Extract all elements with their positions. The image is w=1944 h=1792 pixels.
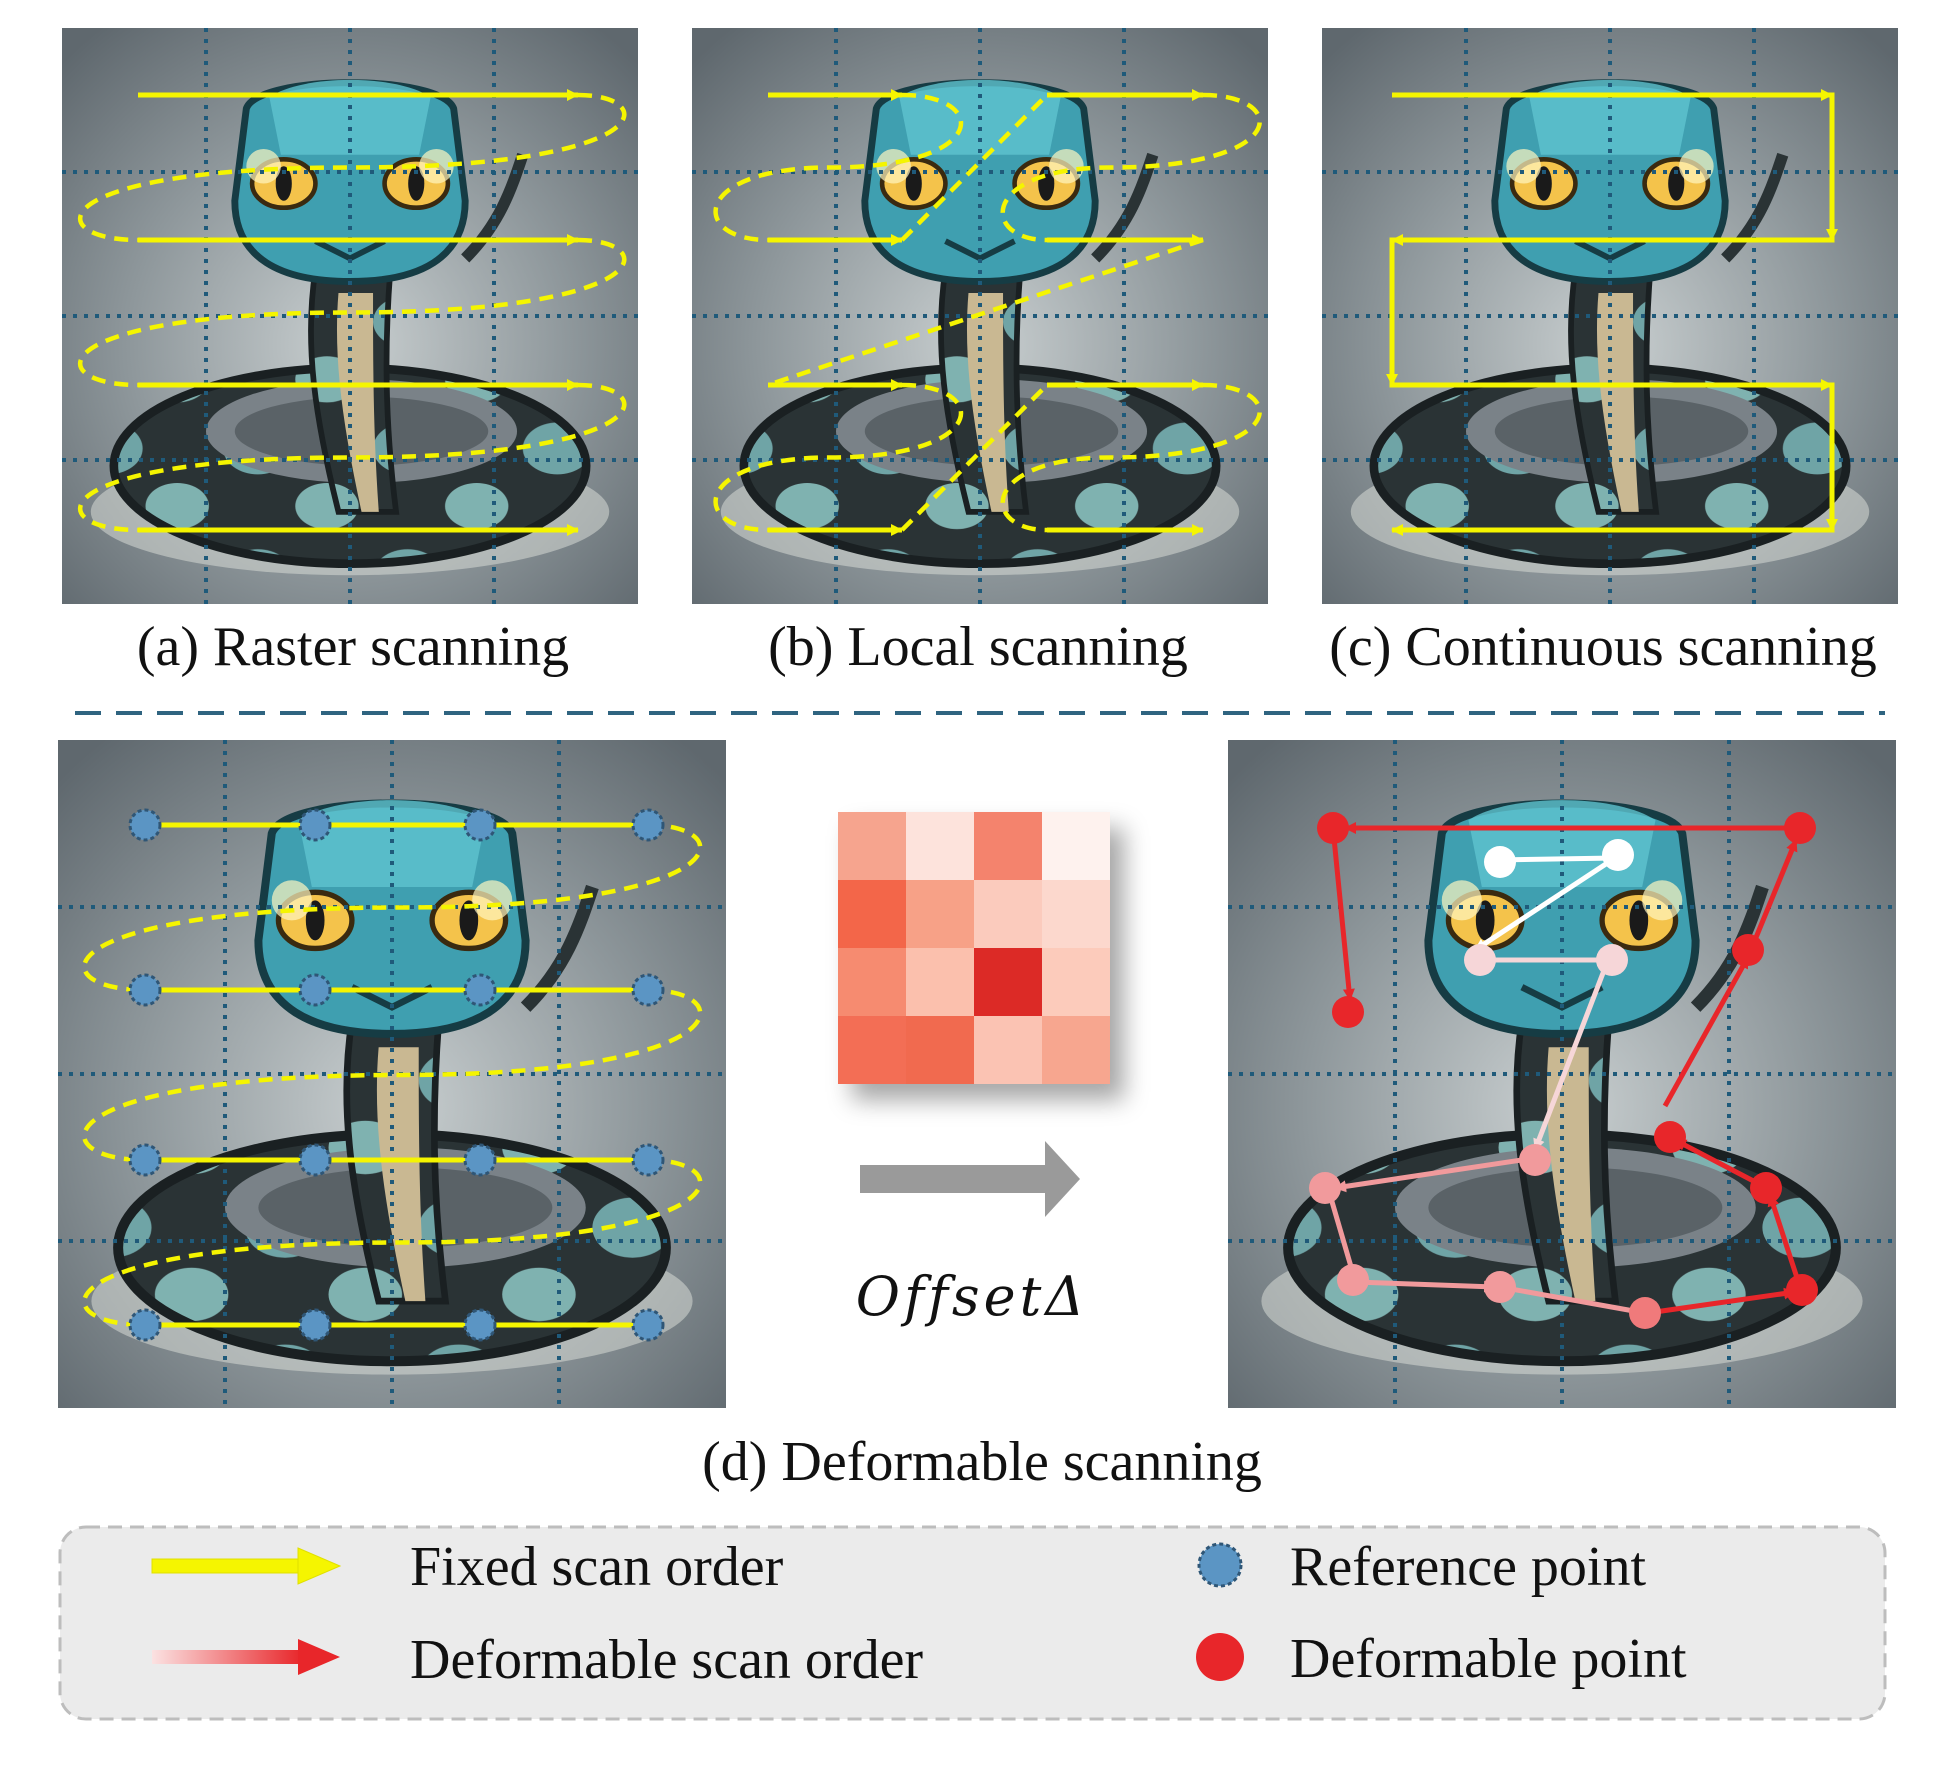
reference-point <box>298 1308 332 1342</box>
deformable-point-icon <box>1196 1633 1244 1681</box>
heatmap-cell <box>974 812 1042 880</box>
caption-local-scanning: (b) Local scanning <box>768 616 1188 678</box>
heatmap-cell <box>906 880 974 948</box>
reference-point <box>463 973 497 1007</box>
panel-reference-points <box>58 740 726 1408</box>
deformable-point <box>1484 1271 1516 1303</box>
scan-arrow <box>1325 1187 1357 1278</box>
heatmap-cell <box>1042 948 1110 1016</box>
offset-heatmap <box>838 812 1110 1084</box>
scan-return-path <box>77 382 627 533</box>
heatmap-cell <box>838 948 906 1016</box>
deformable-point <box>1317 812 1349 844</box>
scan-return-path <box>82 822 703 993</box>
scan-return-path <box>82 987 703 1163</box>
reference-point <box>631 973 665 1007</box>
caption-continuous-scanning: (c) Continuous scanning <box>1329 616 1876 678</box>
legend-deformable-point: Deformable point <box>1290 1628 1687 1690</box>
reference-point-icon <box>1197 1542 1243 1588</box>
reference-point <box>631 1308 665 1342</box>
fixed-scan-order-arrow-icon <box>151 1547 342 1585</box>
heatmap-cell <box>974 948 1042 1016</box>
scan-return-path <box>900 383 1049 532</box>
grid-lines <box>1322 28 1898 604</box>
scan-arrow <box>1673 1137 1765 1189</box>
heatmap-cell <box>1042 880 1110 948</box>
heatmap-cell <box>974 1016 1042 1084</box>
offset-label: OffsetΔ <box>856 1265 1089 1328</box>
deformable-point <box>1464 944 1496 976</box>
deformable-point <box>1484 846 1516 878</box>
heatmap-cell <box>838 880 906 948</box>
scan-arrow <box>1473 855 1617 953</box>
heatmap-cell <box>906 812 974 880</box>
legend-deformable-scan-order: Deformable scan order <box>410 1629 923 1691</box>
heatmap-cell <box>1042 812 1110 880</box>
reference-point <box>128 973 162 1007</box>
deformable-scan-order-arrow-icon <box>152 1639 340 1675</box>
scan-arrow <box>1532 959 1611 1151</box>
scan-return-path <box>1000 382 1262 533</box>
scan-return-path <box>77 92 627 243</box>
scan-arrow <box>1354 1279 1496 1293</box>
scan-return-path <box>900 93 1049 242</box>
scan-return-path <box>1000 92 1262 243</box>
legend-fixed-scan-order: Fixed scan order <box>410 1536 784 1598</box>
reference-point <box>128 808 162 842</box>
heatmap-cell <box>906 948 974 1016</box>
scan-return-path <box>82 1157 703 1328</box>
heatmap-cell <box>838 812 906 880</box>
grid-lines <box>58 740 726 1408</box>
scan-return-path <box>713 92 964 243</box>
reference-point <box>298 808 332 842</box>
deformable-point <box>1309 1172 1341 1204</box>
panel-continuous-scanning <box>1322 28 1898 604</box>
transform-arrow-icon <box>860 1141 1080 1217</box>
scan-arrow <box>1330 827 1355 1001</box>
reference-point <box>463 808 497 842</box>
heatmap-cell <box>838 1016 906 1084</box>
panel-raster-scanning <box>62 28 638 604</box>
scan-arrow <box>1767 1194 1803 1288</box>
deformable-point <box>1337 1264 1369 1296</box>
deformable-point <box>1732 934 1764 966</box>
panel-deformable-points <box>1228 740 1896 1408</box>
caption-raster-scanning: (a) Raster scanning <box>137 616 569 678</box>
scan-arrow <box>1662 955 1751 1108</box>
scan-arrow <box>1334 1155 1536 1193</box>
deformable-point <box>1750 1172 1782 1204</box>
legend: Fixed scan order Deformable scan order R… <box>58 1525 1887 1721</box>
grid-lines <box>62 28 638 604</box>
deformable-point <box>1786 1274 1818 1306</box>
deformable-point <box>1654 1121 1686 1153</box>
deformable-point <box>1596 944 1628 976</box>
reference-point <box>128 1308 162 1342</box>
deformable-point <box>1332 996 1364 1028</box>
heatmap-cell <box>906 1016 974 1084</box>
deformable-point <box>1519 1144 1551 1176</box>
heatmap-cell <box>1042 1016 1110 1084</box>
scan-arrow <box>1647 1287 1796 1316</box>
deformable-point <box>1784 812 1816 844</box>
reference-point <box>298 1143 332 1177</box>
legend-box <box>58 1525 1887 1721</box>
heatmap-cell <box>974 880 1042 948</box>
panel-local-scanning <box>692 28 1268 604</box>
deformable-point <box>1629 1297 1661 1329</box>
reference-point <box>298 973 332 1007</box>
reference-point <box>128 1143 162 1177</box>
scan-return-path <box>713 382 964 533</box>
reference-point <box>463 1143 497 1177</box>
reference-point <box>631 1143 665 1177</box>
deformable-point <box>1602 839 1634 871</box>
scan-arrow <box>1499 1284 1646 1317</box>
reference-point <box>463 1308 497 1342</box>
legend-reference-point: Reference point <box>1290 1536 1646 1598</box>
caption-deformable-scanning: (d) Deformable scanning <box>702 1431 1262 1493</box>
scan-return-path <box>767 237 1204 388</box>
scan-return-path <box>77 237 627 388</box>
reference-point <box>631 808 665 842</box>
